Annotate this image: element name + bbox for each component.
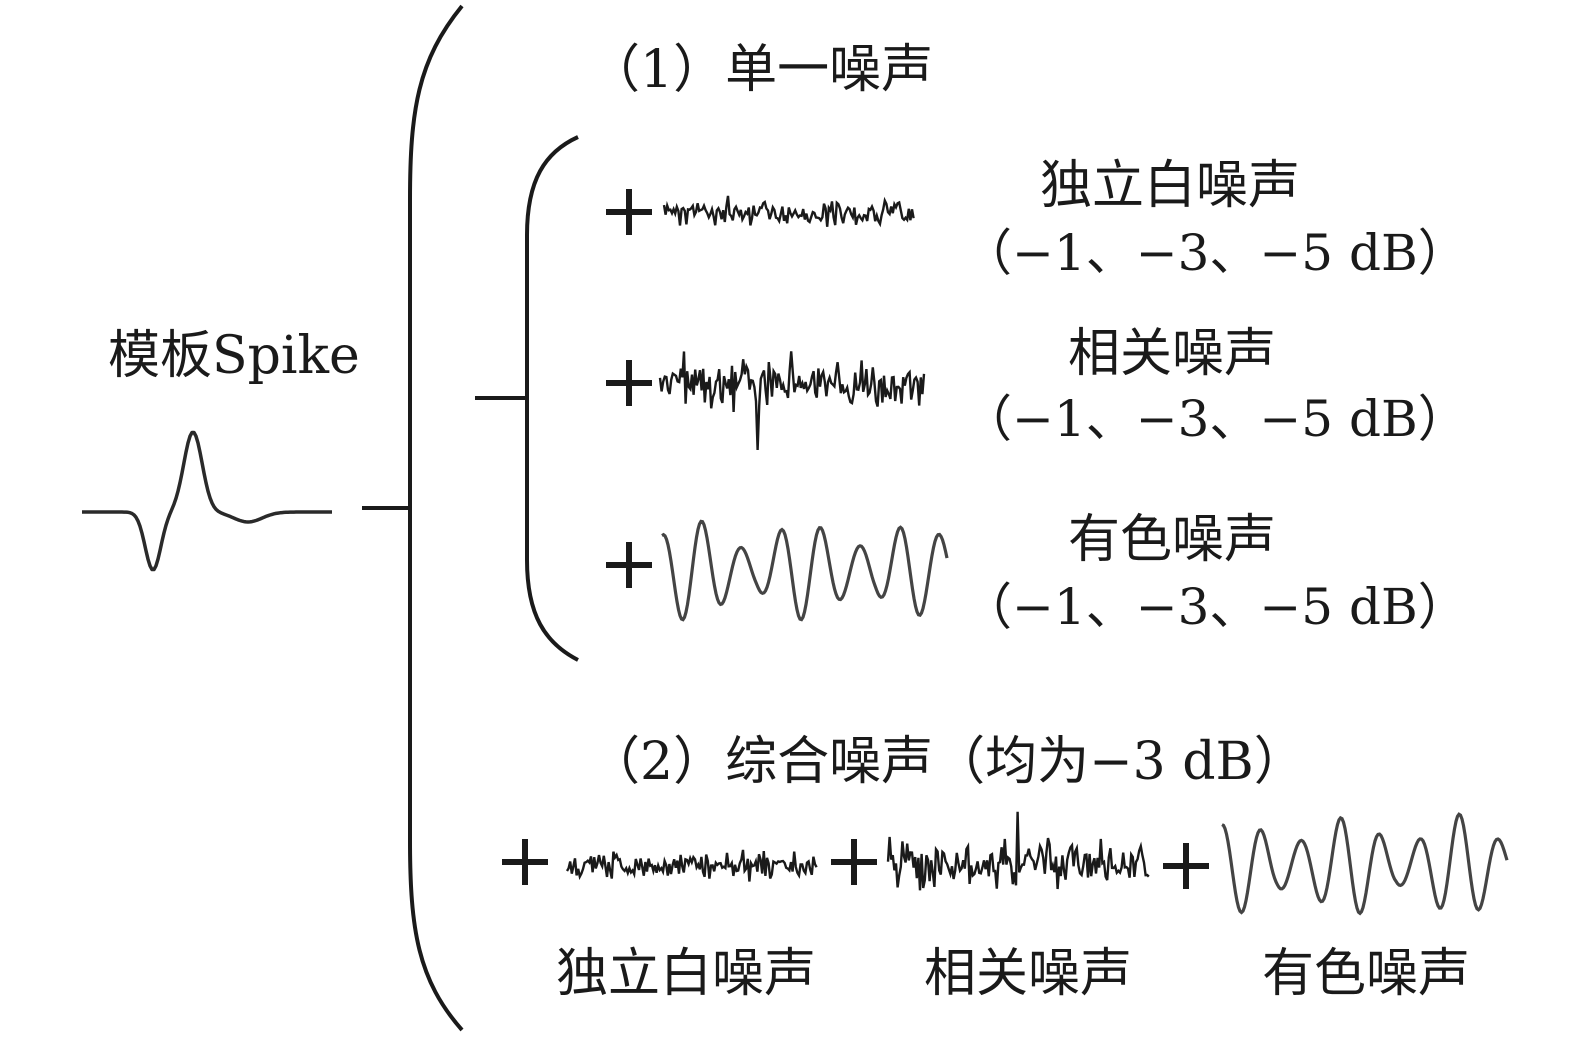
outer-brace — [408, 4, 464, 1032]
plus-icon — [606, 189, 652, 235]
colored-noise-waveform — [1221, 812, 1509, 916]
plus-signs — [502, 189, 1209, 889]
template-spike-label: 模板Spike — [108, 326, 360, 386]
colored-noise-waveform — [661, 519, 949, 622]
white-noise-waveform — [662, 195, 915, 228]
combined-white-noise-label: 独立白噪声 — [556, 944, 817, 1004]
combined-colored-noise-label: 有色噪声 — [1262, 944, 1471, 1004]
plus-icon — [1163, 843, 1209, 889]
section2-heading: （2）综合噪声（均为−3 dB） — [588, 732, 1306, 792]
correlated-noise-label: 相关噪声 — [1068, 324, 1277, 384]
plus-icon — [502, 839, 548, 885]
correlated-noise-waveform — [658, 351, 926, 450]
correlated-noise-levels: （−1、−3、−5 dB） — [962, 390, 1468, 448]
plus-icon — [606, 360, 652, 406]
colored-noise-label: 有色噪声 — [1068, 510, 1277, 570]
colored-noise-levels: （−1、−3、−5 dB） — [962, 578, 1468, 636]
correlated-noise-waveform — [886, 811, 1150, 891]
inner-brace — [525, 135, 579, 662]
white-noise-levels: （−1、−3、−5 dB） — [962, 224, 1468, 282]
section1-heading: （1）单一噪声 — [588, 40, 934, 100]
white-noise-label: 独立白噪声 — [1040, 156, 1301, 216]
combined-correlated-noise-label: 相关噪声 — [924, 944, 1133, 1004]
plus-icon — [831, 839, 877, 885]
white-noise-waveform — [565, 849, 818, 882]
spike-waveform — [82, 430, 332, 572]
plus-icon — [606, 542, 652, 588]
